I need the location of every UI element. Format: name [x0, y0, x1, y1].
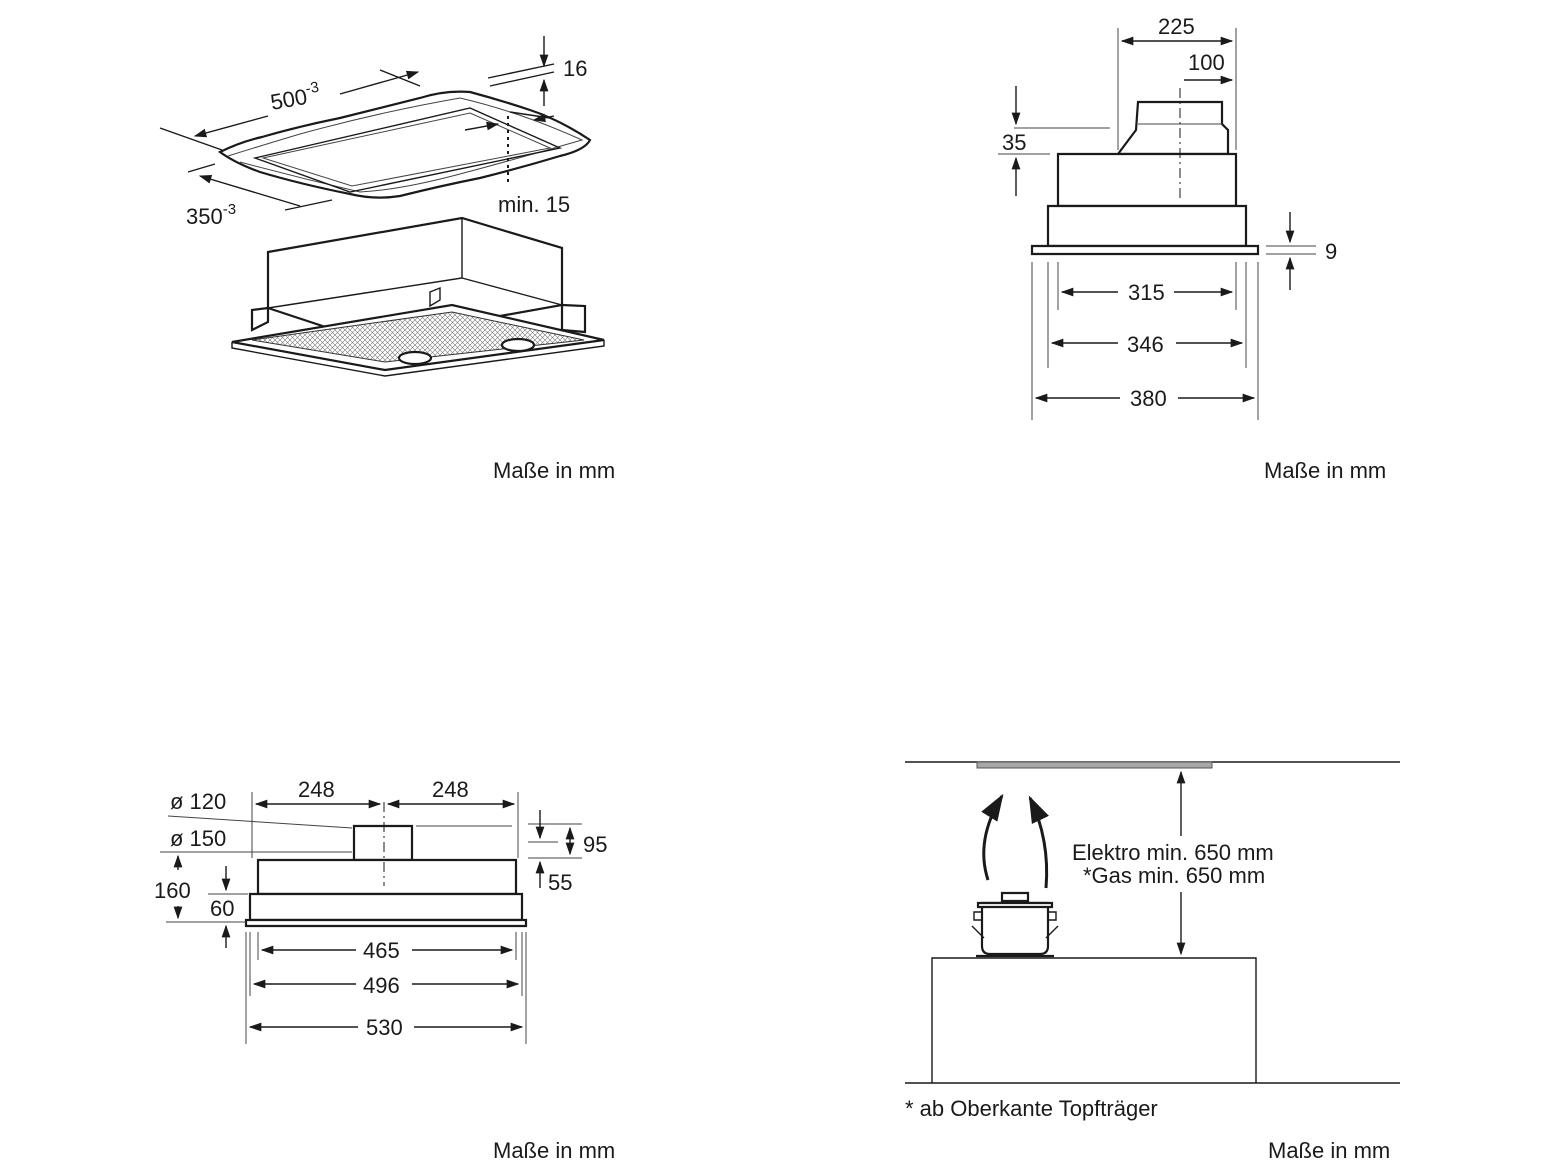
front-pipe-height: 95 — [583, 832, 607, 857]
front-body-width: 496 — [363, 973, 400, 998]
front-total-height: 160 — [154, 878, 191, 903]
front-lower-body — [248, 892, 524, 922]
front-upper-body — [256, 858, 518, 896]
front-pipe-lower: 55 — [548, 870, 572, 895]
front-right-half: 248 — [432, 777, 469, 802]
caption-bottom-right: Maße in mm — [1268, 1138, 1390, 1163]
front-diameter-inner: ø 120 — [170, 789, 226, 814]
front-view-diagram: ø 120 ø 150 248 248 160 60 95 55 465 496… — [154, 777, 615, 1163]
ceiling-cutout — [217, 90, 592, 199]
side-inner-width: 315 — [1128, 280, 1165, 305]
caption-top-left: Maße in mm — [493, 458, 615, 483]
side-base-rim — [1030, 244, 1260, 256]
side-upper-body — [1056, 152, 1238, 208]
front-left-half: 248 — [298, 777, 335, 802]
front-diameter-outer: ø 150 — [170, 826, 226, 851]
perspective-diagram: 500-3 350-3 16 min. 15 Maße in mm — [159, 36, 615, 483]
side-body-width: 346 — [1127, 332, 1164, 357]
min-label: min. 15 — [498, 192, 570, 217]
caption-bottom-left: Maße in mm — [493, 1138, 615, 1163]
thickness-label: 16 — [563, 56, 587, 81]
front-base-rim — [244, 918, 528, 928]
gas-min-label: *Gas min. 650 mm — [1083, 863, 1265, 888]
side-outer-width: 380 — [1130, 386, 1167, 411]
pot-icon — [971, 891, 1059, 958]
installation-diagram: Elektro min. 650 mm *Gas min. 650 mm * a… — [905, 761, 1400, 1163]
steam-arrow-left — [981, 793, 1004, 881]
side-top-height: 35 — [1002, 130, 1026, 155]
side-top-width: 225 — [1158, 14, 1195, 39]
hood-panel — [976, 761, 1213, 769]
cooktop-counter — [931, 957, 1257, 1083]
light-left-icon — [397, 350, 433, 366]
side-pipe-offset: 100 — [1188, 50, 1225, 75]
side-lower-body — [1046, 204, 1248, 248]
depth-label: 350-3 — [186, 201, 236, 229]
side-view-diagram: 225 100 35 9 315 346 380 Maße in mm — [998, 14, 1386, 483]
filter-mesh — [251, 311, 585, 363]
front-lower-height: 60 — [210, 896, 234, 921]
side-outlet-pipe — [1115, 100, 1230, 156]
side-rim-height: 9 — [1325, 239, 1337, 264]
caption-top-right: Maße in mm — [1264, 458, 1386, 483]
front-inner-width: 465 — [363, 938, 400, 963]
front-outlet-pipe — [352, 824, 414, 862]
width-label: 500-3 — [268, 79, 322, 115]
steam-arrow-right — [1028, 795, 1049, 889]
front-outer-width: 530 — [366, 1015, 403, 1040]
footnote: * ab Oberkante Topfträger — [905, 1096, 1158, 1121]
light-right-icon — [500, 337, 536, 353]
electric-min-label: Elektro min. 650 mm — [1072, 840, 1274, 865]
